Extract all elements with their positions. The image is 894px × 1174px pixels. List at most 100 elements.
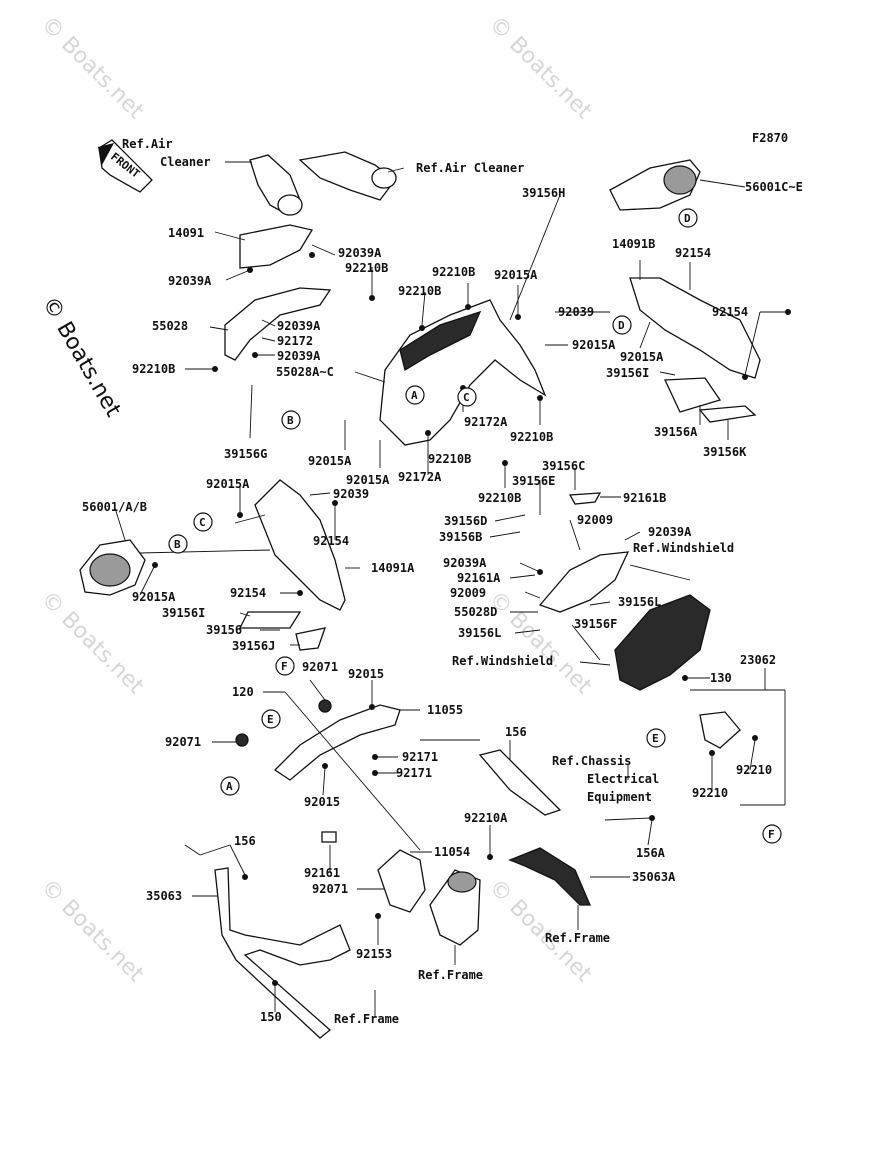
label-part: 92154	[712, 305, 748, 319]
label-part: 39156J	[232, 639, 275, 653]
label-part: 55028A~C	[276, 365, 334, 379]
duct-opening	[371, 167, 397, 189]
cowl-vent	[399, 310, 482, 372]
svg-text:A: A	[411, 389, 418, 402]
mirror-lens	[89, 553, 131, 587]
label-part: 92015A	[132, 590, 176, 604]
label-part: Ref.Frame	[334, 1012, 399, 1026]
label-part: 92210	[692, 786, 728, 800]
callout-B: B	[168, 534, 188, 554]
label-part: 92015A	[494, 268, 538, 282]
label-part: 92210B	[428, 452, 471, 466]
bracket-35063	[214, 867, 351, 1039]
label-part: 14091	[168, 226, 204, 240]
svg-text:A: A	[226, 780, 233, 793]
watermark: © Boats.net	[36, 875, 149, 988]
label-part: 92154	[675, 246, 711, 260]
label-part: 14091B	[612, 237, 655, 251]
svg-text:C: C	[199, 516, 206, 529]
label-part: 92071	[312, 882, 348, 896]
frame-hole	[447, 871, 477, 893]
label-part: 92015A	[346, 473, 390, 487]
callout-E: E	[261, 709, 281, 729]
label-part: 92015A	[308, 454, 352, 468]
label-part: 92210	[736, 763, 772, 777]
label-part: 56001/A/B	[82, 500, 147, 514]
label-part: 35063A	[632, 870, 676, 884]
label-part: 92039	[558, 305, 594, 319]
label-part: 92210B	[132, 362, 175, 376]
label-part: 130	[710, 671, 732, 685]
callout-C: C	[457, 387, 477, 407]
label-part: 92172A	[398, 470, 442, 484]
label-part: 92210B	[398, 284, 441, 298]
label-ref-air-cleaner: Ref.Air Cleaner	[416, 161, 524, 175]
svg-text:B: B	[287, 414, 294, 427]
bracket-35063A	[508, 847, 591, 906]
label-part: 92171	[402, 750, 438, 764]
parts	[79, 151, 761, 1039]
callout-F: F	[275, 656, 295, 676]
label-part: 92039A	[168, 274, 212, 288]
label-part: 92172	[277, 334, 313, 348]
svg-text:F: F	[281, 660, 288, 673]
callout-C: C	[193, 512, 213, 532]
label-part: 92154	[230, 586, 266, 600]
label-part: 39156I	[606, 366, 649, 380]
part-labels: Ref.Air Cleaner Ref.Air Cleaner 56001C~E…	[82, 137, 803, 1026]
label-part: 39156L	[618, 595, 661, 609]
svg-text:D: D	[684, 212, 691, 225]
label-part: 92171	[396, 766, 432, 780]
grommet-92071	[235, 733, 249, 747]
grommet-92071	[318, 699, 332, 713]
label-part: 92154	[313, 534, 349, 548]
label-part: Ref.Frame	[545, 931, 610, 945]
clip-92161	[321, 831, 337, 843]
label-ref-air-cleaner: Cleaner	[160, 155, 211, 169]
stay-11054	[377, 849, 426, 913]
label-part: 156A	[636, 846, 666, 860]
label-part: 39156F	[574, 617, 617, 631]
leader-lines	[114, 161, 788, 1018]
svg-text:D: D	[618, 319, 625, 332]
label-part: 92015A	[206, 477, 250, 491]
label-part: 120	[232, 685, 254, 699]
label-part: 39156G	[224, 447, 267, 461]
right-cover	[629, 277, 761, 379]
label-part: Ref.Frame	[418, 968, 483, 982]
svg-text:E: E	[652, 732, 659, 745]
pad-39156J	[295, 627, 326, 651]
callout-E: E	[646, 728, 666, 748]
label-part: 23062	[740, 653, 776, 667]
label-part: 92161A	[457, 571, 501, 585]
fasteners	[152, 252, 791, 986]
label-part: 92039	[333, 487, 369, 501]
label-part: 55028D	[454, 605, 497, 619]
label-part: 39156K	[703, 445, 747, 459]
label-part: 92210B	[432, 265, 475, 279]
label-part: 150	[260, 1010, 282, 1024]
inner-cowl	[538, 551, 630, 613]
bracket-23062	[699, 711, 741, 749]
meter-bracket	[614, 594, 711, 691]
label-part: Ref.Chassis	[552, 754, 631, 768]
label-part: Ref.Windshield	[633, 541, 734, 555]
label-part: 92039A	[443, 556, 487, 570]
label-part: 156	[234, 834, 256, 848]
label-part: 92039A	[277, 349, 321, 363]
watermark: © Boats.net	[36, 12, 149, 125]
side-panel	[224, 287, 332, 361]
watermark: © Boats.net	[484, 12, 597, 125]
label-part: 92039A	[338, 246, 382, 260]
label-part: 56001C~E	[745, 180, 803, 194]
label-part: 39156D	[444, 514, 487, 528]
label-part: 92210B	[510, 430, 553, 444]
svg-text:B: B	[174, 538, 181, 551]
stay-11055	[273, 704, 401, 781]
label-part: 92015A	[572, 338, 616, 352]
label-part: 92015	[304, 795, 340, 809]
label-part: 92039A	[277, 319, 321, 333]
label-part: 92009	[577, 513, 613, 527]
pad-39156	[238, 611, 302, 629]
